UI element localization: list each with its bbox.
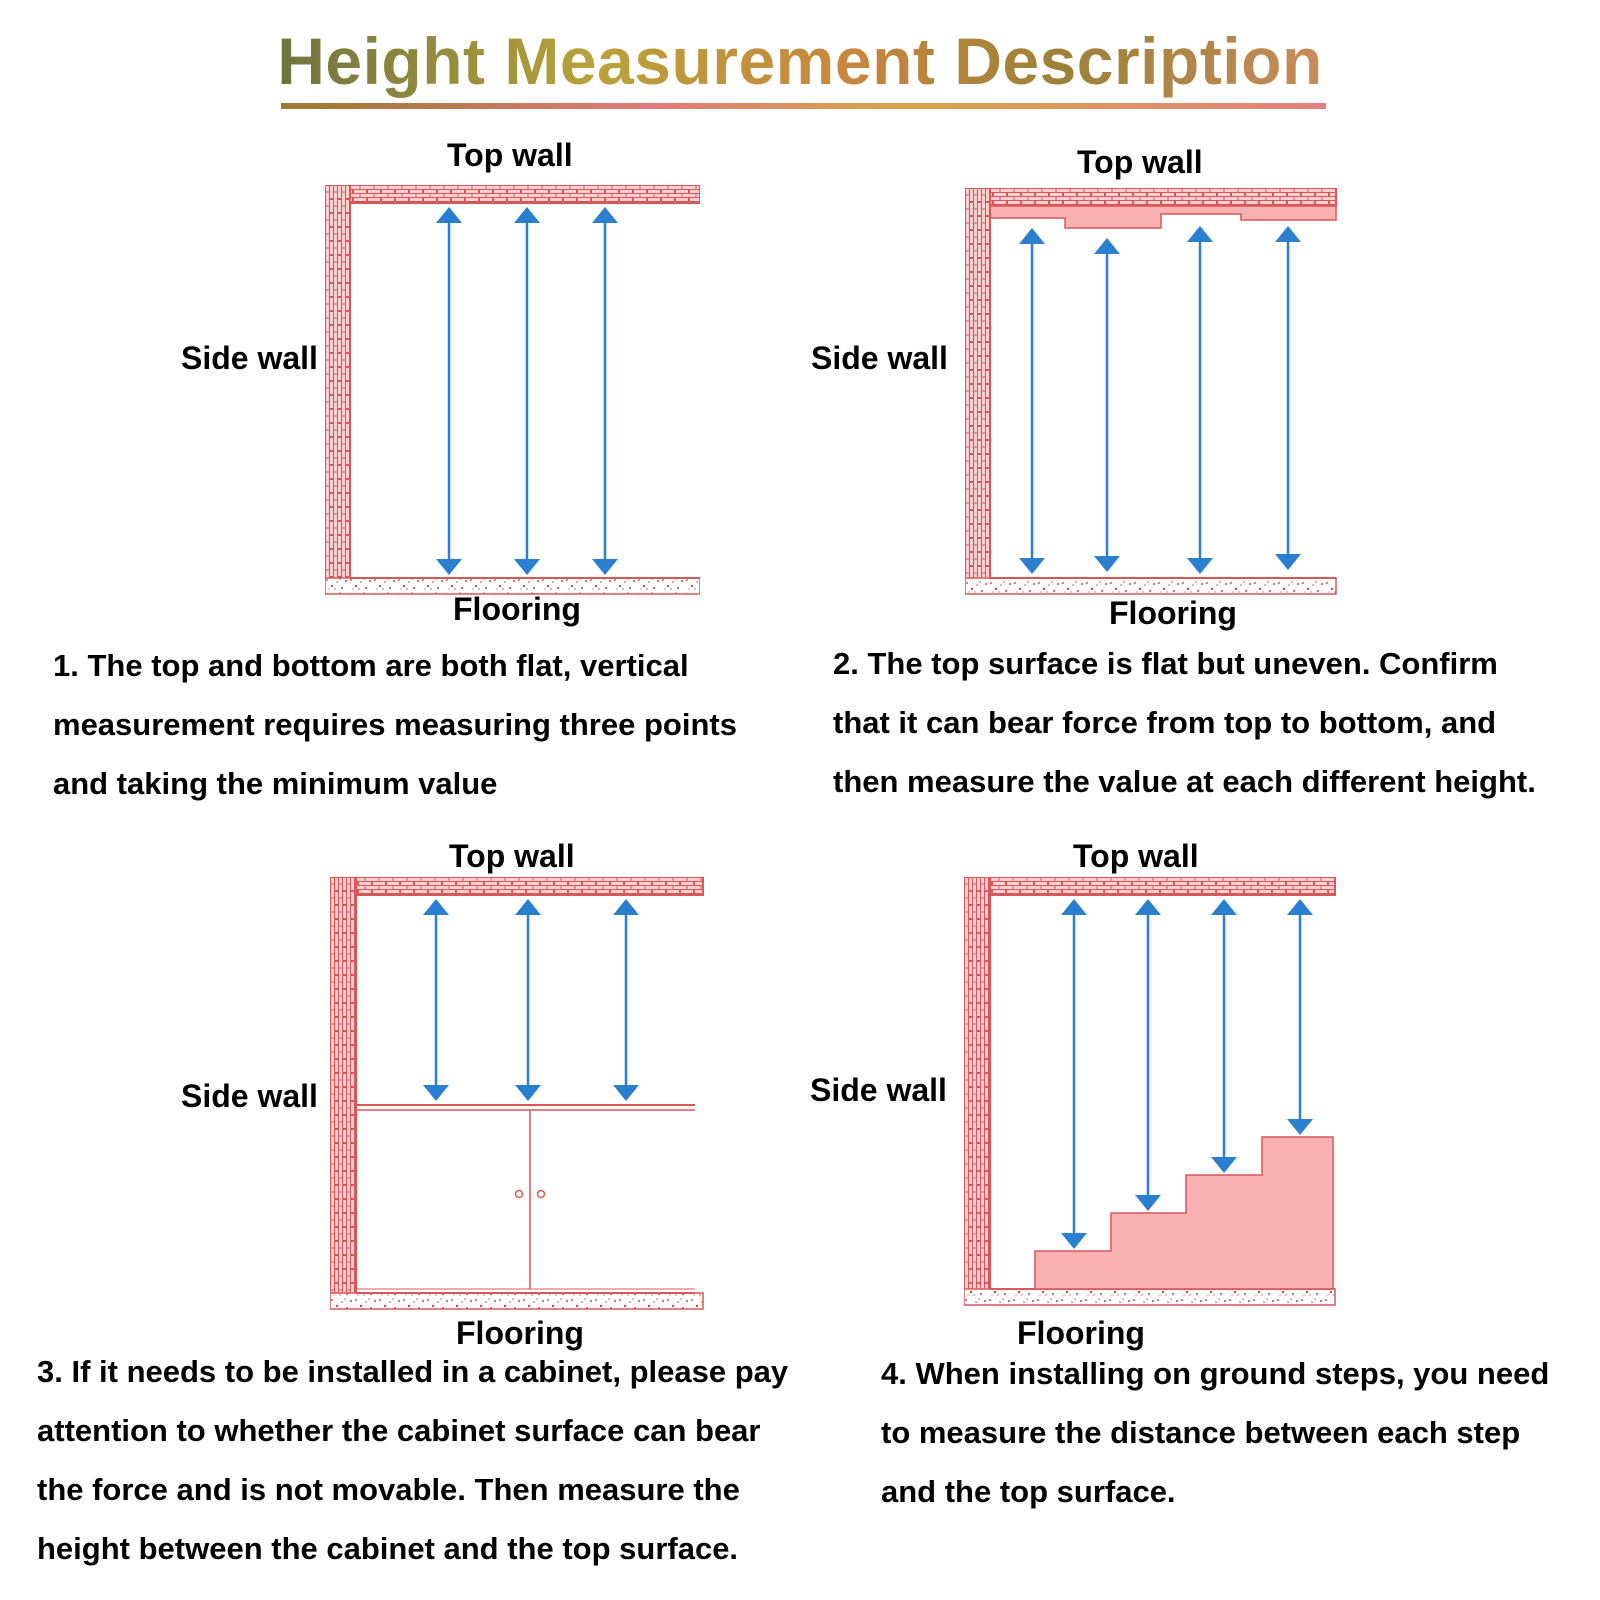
- measure-arrow: [423, 899, 449, 1101]
- diagram-ground-steps: [964, 877, 1336, 1306]
- measure-arrow: [436, 207, 462, 575]
- measure-arrow: [1287, 899, 1313, 1135]
- flooring: [965, 577, 1337, 595]
- side-wall-label-2: Side wall: [811, 340, 948, 376]
- flooring-label-4: Flooring: [1017, 1315, 1145, 1351]
- diagram-flat-top: [325, 185, 700, 595]
- flooring: [330, 1292, 704, 1310]
- measure-arrows: [1019, 226, 1301, 574]
- flooring: [325, 577, 700, 595]
- diagram-cabinet: [330, 877, 704, 1310]
- flooring-label-2: Flooring: [1109, 595, 1237, 631]
- top-wall: [964, 877, 1336, 896]
- cabinet: [356, 1104, 695, 1289]
- measure-arrows: [436, 207, 618, 575]
- side-wall: [325, 185, 351, 581]
- ground-steps: [1034, 1136, 1334, 1290]
- side-wall: [964, 877, 991, 1292]
- caption-3: 3. If it needs to be installed in a cabi…: [37, 1354, 789, 1566]
- top-wall-label-3: Top wall: [449, 838, 575, 874]
- flooring: [964, 1288, 1336, 1306]
- uneven-ceiling: [989, 205, 1337, 229]
- top-wall-label-1: Top wall: [447, 137, 573, 173]
- title-underline: [281, 103, 1326, 109]
- measure-arrow: [1275, 226, 1301, 570]
- top-wall: [330, 877, 704, 896]
- measure-arrows: [1061, 899, 1313, 1249]
- caption-1: 1. The top and bottom are both flat, ver…: [53, 648, 737, 801]
- side-wall: [330, 877, 357, 1296]
- diagram-uneven-top: [965, 188, 1337, 595]
- measure-arrow: [1019, 228, 1045, 574]
- side-wall-label-1: Side wall: [181, 340, 318, 376]
- measure-arrow: [1211, 899, 1237, 1173]
- caption-2: 2. The top surface is flat but uneven. C…: [833, 646, 1536, 799]
- measure-arrow: [613, 899, 639, 1101]
- cabinet-knob: [536, 1189, 546, 1199]
- measure-arrow: [1135, 899, 1161, 1211]
- measure-arrows: [423, 899, 639, 1101]
- measure-arrow: [592, 207, 618, 575]
- side-wall-label-3: Side wall: [181, 1078, 318, 1114]
- measure-arrow: [515, 899, 541, 1101]
- side-wall-label-4: Side wall: [810, 1072, 947, 1108]
- side-wall: [965, 188, 991, 581]
- top-wall: [965, 188, 1337, 207]
- page-title: Height Measurement Description: [0, 28, 1600, 104]
- flooring-label-1: Flooring: [453, 591, 581, 627]
- top-wall-label-4: Top wall: [1073, 838, 1199, 874]
- measure-arrow: [1061, 899, 1087, 1249]
- top-wall-label-2: Top wall: [1077, 144, 1203, 180]
- measure-arrow: [1094, 238, 1120, 572]
- cabinet-knob: [514, 1189, 524, 1199]
- flooring-label-3: Flooring: [456, 1315, 584, 1351]
- measure-arrow: [514, 207, 540, 575]
- top-wall: [325, 185, 700, 204]
- measure-arrow: [1187, 226, 1213, 574]
- caption-4: 4. When installing on ground steps, you …: [881, 1356, 1550, 1509]
